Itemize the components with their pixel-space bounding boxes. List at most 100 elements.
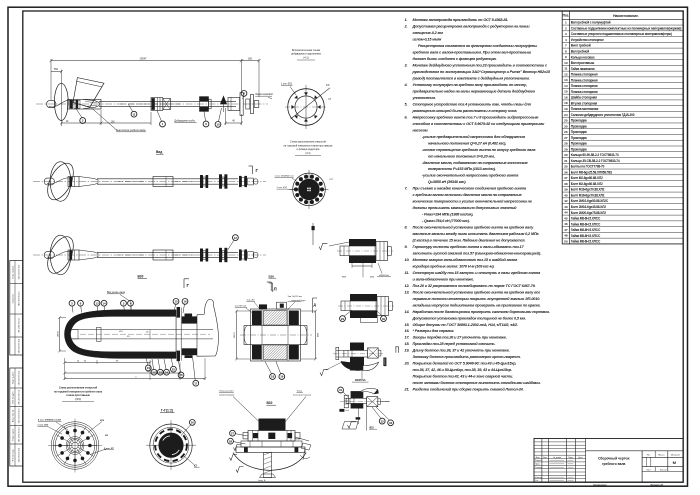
svg-text:ОВ 1452.36.014: ОВ 1452.36.014 bbox=[18, 317, 20, 332]
svg-text:на торцевой поверхности гребно: на торцевой поверхности гребного вала bbox=[54, 390, 103, 393]
svg-text:4 отв. Ø10М12×1,5-6Н: 4 отв. Ø10М12×1,5-6Н bbox=[38, 418, 61, 421]
svg-text:1: 1 bbox=[565, 21, 567, 25]
svg-text:должен быть соединен с фланцем: должен быть соединен с фланцем редуктора… bbox=[413, 57, 497, 61]
svg-text:17.: 17. bbox=[405, 336, 410, 340]
svg-text:5.: 5. bbox=[405, 102, 408, 106]
svg-text:1 отв. Ø12: 1 отв. Ø12 bbox=[277, 187, 288, 189]
svg-text:Болт М2-6gх80.88.ХЛ2: Болт М2-6gх80.88.ХЛ2 bbox=[571, 182, 603, 186]
svg-text:Гарнитуру полости гребного вин: Гарнитуру полости гребного винта и валы-… bbox=[413, 245, 525, 249]
svg-text:15: 15 bbox=[174, 300, 178, 304]
svg-text:14: 14 bbox=[564, 84, 568, 88]
svg-text:9.: 9. bbox=[405, 245, 408, 249]
svg-text:6.: 6. bbox=[405, 115, 408, 119]
svg-text:Винт гребной: Винт гребной bbox=[571, 44, 591, 48]
svg-text:Общие допуски по ГОСТ 30893.1-: Общие допуски по ГОСТ 30893.1-2002-т/А, … bbox=[413, 323, 518, 327]
svg-text:Q=3855 кН (39340 кгс).: Q=3855 кН (39340 кгс). bbox=[428, 180, 466, 184]
svg-text:13: 13 bbox=[564, 78, 568, 82]
svg-text:31: 31 bbox=[564, 159, 568, 163]
svg-text:Допустимая расцентровка валопр: Допустимая расцентровка валопровода с ре… bbox=[412, 25, 531, 29]
svg-text:4: 4 bbox=[565, 38, 567, 42]
svg-text:Гайка М8-6Н.5.ХЛСС: Гайка М8-6Н.5.ХЛСС bbox=[571, 222, 601, 226]
svg-text:36: 36 bbox=[564, 170, 568, 174]
svg-text:12: 12 bbox=[564, 72, 568, 76]
svg-text:Вид резин. вала: Вид резин. вала bbox=[107, 291, 126, 294]
svg-text:вала проставыша: вала проставыша bbox=[293, 394, 312, 396]
svg-text:и вала-обмазочного при монтаже: и вала-обмазочного при монтаже. bbox=[413, 277, 475, 281]
svg-text:Стопорную шайбу поз.15 загнуть: Стопорную шайбу поз.15 загнуть и отогнут… bbox=[413, 271, 541, 275]
svg-text:Формат А1: Формат А1 bbox=[651, 484, 665, 487]
svg-text:27: 27 bbox=[231, 431, 235, 435]
svg-text:4: 4 bbox=[130, 301, 132, 305]
svg-text:Затяжку болтов производить рав: Затяжку болтов производить равномерно кр… bbox=[413, 355, 521, 359]
svg-text:19: 19 bbox=[280, 375, 284, 379]
svg-text:уплотнения.: уплотнения. bbox=[412, 96, 436, 100]
svg-text:и вала-проставыша: и вала-проставыша bbox=[66, 394, 90, 397]
svg-text:КГ: КГ bbox=[329, 99, 332, 101]
svg-text:Планка стопорная: Планка стопорная bbox=[571, 84, 598, 88]
svg-text:Монтаж зазоров вала-обмазочног: Монтаж зазоров вала-обмазочного поз.15 и… bbox=[413, 258, 519, 262]
svg-text:Планка монтажная: Планка монтажная bbox=[571, 107, 599, 111]
svg-text:способом в соответствии с ОСТ: способом в соответствии с ОСТ 5.9679-92 … bbox=[413, 122, 546, 126]
svg-text:1 отв. Ø12: 1 отв. Ø12 bbox=[281, 84, 293, 86]
svg-text:Дата: Дата bbox=[578, 457, 583, 459]
svg-text:ОВ 1452.36.014: ОВ 1452.36.014 bbox=[18, 447, 20, 462]
svg-text:Прокладка: Прокладка bbox=[571, 142, 587, 146]
svg-text:Планка стопорная: Планка стопорная bbox=[571, 73, 598, 77]
svg-text:Разделки соединений при сборке: Разделки соединений при сборке покрыть с… bbox=[413, 388, 524, 392]
svg-text:Болт 2М20-6gх75.88.ХЛ2: Болт 2М20-6gх75.88.ХЛ2 bbox=[571, 211, 606, 215]
svg-text:Прокладка: Прокладка bbox=[571, 124, 587, 128]
svg-text:7.: 7. bbox=[405, 187, 408, 191]
svg-text:40: 40 bbox=[232, 121, 235, 123]
svg-text:Расцентровка снимается во флан: Расцентровка снимается во фланцевом соед… bbox=[418, 44, 538, 48]
svg-text:(4:1): (4:1) bbox=[306, 152, 311, 155]
svg-text:≤10: ≤10 bbox=[119, 330, 123, 333]
svg-text:Ø95: Ø95 bbox=[342, 277, 347, 279]
svg-text:При съемке и насадке коническо: При съемке и насадке конического соедине… bbox=[413, 187, 527, 191]
svg-text:1см. Ø2: 1см. Ø2 bbox=[247, 299, 256, 301]
svg-text:28: 28 bbox=[229, 439, 233, 443]
svg-text:Длину болтов поз.36, 37 и 42 у: Длину болтов поз.36, 37 и 42 уточнять пр… bbox=[412, 349, 510, 353]
svg-text:Копировал: Копировал bbox=[593, 484, 607, 487]
svg-text:-усилие окончательной напрессо: -усилие окончательной напрессовки гребно… bbox=[422, 174, 518, 178]
svg-text:после затяжки болтов стопорени: после затяжки болтов стопорение выполнит… bbox=[413, 381, 541, 385]
svg-text:безн. Б: безн. Б bbox=[258, 480, 266, 482]
svg-text:Поз.: Поз. bbox=[563, 14, 570, 18]
svg-text:Составные подшипники комплектн: Составные подшипники комплектные из поли… bbox=[571, 26, 682, 30]
svg-text:59: 59 bbox=[116, 361, 119, 363]
svg-text:поверхности Р=153 МПа (1813 кг: поверхности Р=153 МПа (1813 кгс/см), bbox=[428, 167, 496, 171]
svg-text:1 отв. Ø10М20×1,5: 1 отв. Ø10М20×1,5 bbox=[275, 174, 295, 177]
svg-text:Подп. и дата: Подп. и дата bbox=[12, 371, 14, 384]
svg-text:Кольцо 35-СВ-58-2-2 ГОСТ9833-7: Кольцо 35-СВ-58-2-2 ГОСТ9833-74 bbox=[571, 159, 620, 163]
svg-text:14: 14 bbox=[102, 301, 106, 305]
svg-text:24: 24 bbox=[165, 370, 169, 374]
svg-text:11: 11 bbox=[564, 67, 568, 71]
svg-text:- Рмах=194 МПа (1988 кгс/см),: - Рмах=194 МПа (1988 кгс/см), bbox=[422, 213, 473, 217]
svg-text:Подп. и дата: Подп. и дата bbox=[12, 428, 14, 441]
svg-text:дейдвудного подшипника: дейдвудного подшипника bbox=[291, 53, 321, 56]
svg-text:ОВ 1452.36.014: ОВ 1452.36.014 bbox=[18, 370, 20, 385]
svg-text:от начального положения S=0,20: от начального положения S=0,20 мм, bbox=[428, 154, 495, 158]
svg-text:15: 15 bbox=[564, 90, 568, 94]
svg-text:Ø170: Ø170 bbox=[234, 332, 236, 338]
svg-text:гребного вала с валом-проставы: гребного вала с валом-проставышем. При э… bbox=[413, 51, 532, 55]
svg-text:-осевое перемещение гребного в: -осевое перемещение гребного винта по ко… bbox=[422, 148, 535, 152]
svg-text:и фланца редуктора: и фланца редуктора bbox=[297, 148, 320, 151]
svg-text:26: 26 bbox=[564, 130, 568, 134]
svg-text:вкладыши корпусов подшипников: вкладыши корпусов подшипников проверить … bbox=[413, 303, 541, 307]
svg-text:19: 19 bbox=[564, 107, 568, 111]
svg-text:Болт М8-6gх25.58.ХЛ058.П81: Болт М8-6gх25.58.ХЛ058.П81 bbox=[571, 170, 613, 174]
svg-text:Вид: Вид bbox=[156, 150, 162, 154]
svg-text:160: 160 bbox=[111, 121, 116, 123]
svg-text:Дейдвудная труба: Дейдвудная труба bbox=[174, 120, 195, 123]
svg-text:43: 43 bbox=[564, 205, 568, 209]
svg-text:Гайка М8-6Н.5.ХЛСС: Гайка М8-6Н.5.ХЛСС bbox=[571, 228, 601, 232]
svg-text:18: 18 bbox=[271, 375, 275, 379]
svg-text:8.: 8. bbox=[405, 226, 408, 230]
svg-text:с гребным валом величины давле: с гребным валом величины давления масла … bbox=[413, 193, 522, 197]
svg-text:ОВ 1452.36.014: ОВ 1452.36.014 bbox=[18, 338, 20, 353]
svg-text:К2: К2 bbox=[194, 464, 197, 467]
svg-text:Ø12: Ø12 bbox=[100, 420, 105, 422]
svg-text:33: 33 bbox=[389, 421, 393, 425]
svg-text:23: 23 bbox=[159, 370, 163, 374]
svg-text:- Qмах=754,6 кН (77000 кгс).: - Qмах=754,6 кН (77000 кгс). bbox=[422, 219, 470, 223]
